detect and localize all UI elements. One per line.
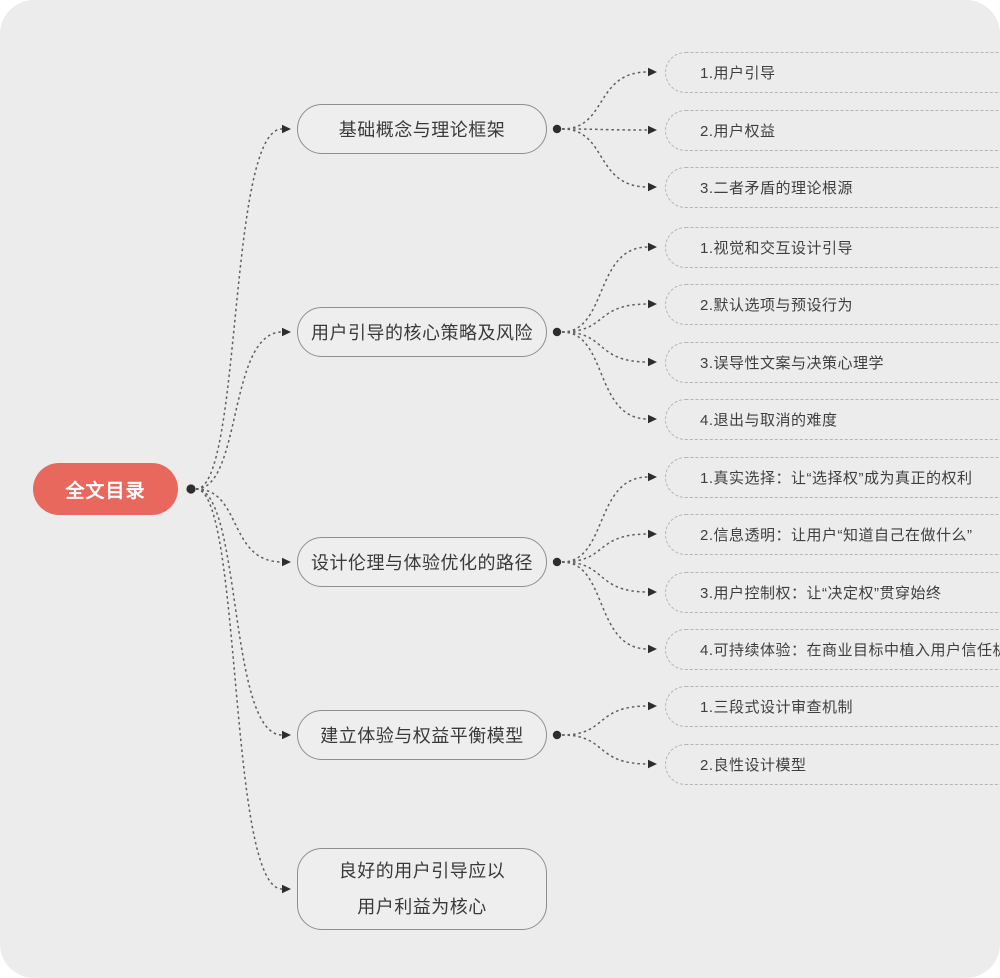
arrowhead-icon	[648, 701, 657, 711]
root-to-branch-4-line	[195, 488, 283, 736]
branch-label: 设计伦理与体验优化的路径	[311, 553, 533, 573]
junction-dot-icon	[552, 327, 562, 337]
child-label: 2.用户权益	[700, 122, 776, 140]
arrowhead-icon	[282, 557, 291, 567]
arrowhead-icon	[282, 124, 291, 134]
child-node-3-4[interactable]: 4.可持续体验：在商业目标中植入用户信任机制	[665, 628, 1000, 670]
branch-label: 良好的用户引导应以	[338, 861, 506, 881]
arrowhead-icon	[648, 242, 657, 252]
child-node-2-1[interactable]: 1.视觉和交互设计引导	[665, 226, 1000, 268]
arrowhead-icon	[282, 884, 291, 894]
child-label: 1.三段式设计审查机制	[700, 698, 854, 716]
child-label: 1.视觉和交互设计引导	[700, 239, 854, 257]
arrowhead-icon	[648, 644, 657, 654]
root-to-branch-1-line	[195, 128, 283, 490]
arrowhead-icon	[282, 730, 291, 740]
branch-node-3[interactable]: 设计伦理与体验优化的路径	[297, 537, 547, 587]
root-to-branch-5-line	[195, 488, 283, 890]
arrowhead-icon	[648, 299, 657, 309]
arrowhead-icon	[648, 529, 657, 539]
branch-2-to-child-1-line	[561, 246, 649, 333]
child-label: 3.误导性文案与决策心理学	[700, 354, 885, 372]
arrowhead-icon	[648, 357, 657, 367]
child-node-3-3[interactable]: 3.用户控制权：让“决定权”贯穿始终	[665, 571, 1000, 613]
arrowhead-icon	[648, 125, 657, 135]
branch-node-1[interactable]: 基础概念与理论框架	[297, 104, 547, 154]
branch-1-to-child-3-line	[561, 128, 649, 188]
branch-node-5[interactable]: 良好的用户引导应以用户利益为核心	[297, 848, 547, 930]
junction-dot-icon	[552, 124, 562, 134]
child-node-2-3[interactable]: 3.误导性文案与决策心理学	[665, 341, 1000, 383]
arrowhead-icon	[282, 327, 291, 337]
arrowhead-icon	[648, 67, 657, 77]
child-node-3-1[interactable]: 1.真实选择：让“选择权”成为真正的权利	[665, 456, 1000, 498]
branch-2-to-child-2-line	[561, 303, 649, 333]
branch-1-to-child-2-line	[561, 128, 649, 131]
child-node-3-2[interactable]: 2.信息透明：让用户“知道自己在做什么”	[665, 513, 1000, 555]
branch-label: 用户引导的核心策略及风险	[311, 323, 533, 343]
branch-2-to-child-3-line	[561, 331, 649, 363]
root-node[interactable]: 全文目录	[33, 463, 178, 515]
junction-dot-icon	[552, 730, 562, 740]
child-label: 4.退出与取消的难度	[700, 411, 838, 429]
root-to-branch-2-line	[195, 331, 283, 490]
branch-3-to-child-3-line	[561, 561, 649, 593]
junction-dot-icon	[552, 557, 562, 567]
arrowhead-icon	[648, 182, 657, 192]
branch-label: 基础概念与理论框架	[338, 120, 506, 140]
branch-node-2[interactable]: 用户引导的核心策略及风险	[297, 307, 547, 357]
child-label: 4.可持续体验：在商业目标中植入用户信任机制	[700, 641, 1000, 659]
branch-2-to-child-4-line	[561, 331, 649, 420]
child-label: 2.信息透明：让用户“知道自己在做什么”	[700, 526, 973, 544]
branch-3-to-child-2-line	[561, 533, 649, 563]
arrowhead-icon	[648, 414, 657, 424]
child-label: 2.默认选项与预设行为	[700, 296, 854, 314]
child-node-1-2[interactable]: 2.用户权益	[665, 109, 1000, 151]
child-node-1-1[interactable]: 1.用户引导	[665, 51, 1000, 93]
child-label: 3.二者矛盾的理论根源	[700, 179, 854, 197]
child-label: 1.真实选择：让“选择权”成为真正的权利	[700, 469, 973, 487]
arrowhead-icon	[648, 759, 657, 769]
branch-label: 用户利益为核心	[357, 897, 487, 917]
junction-dot-icon	[186, 484, 196, 494]
root-to-branch-3-line	[195, 488, 283, 563]
branch-4-to-child-1-line	[561, 705, 649, 736]
child-node-2-4[interactable]: 4.退出与取消的难度	[665, 398, 1000, 440]
branch-label: 建立体验与权益平衡模型	[320, 726, 524, 746]
child-node-4-2[interactable]: 2.良性设计模型	[665, 743, 1000, 785]
child-label: 1.用户引导	[700, 64, 776, 82]
arrowhead-icon	[648, 587, 657, 597]
branch-1-to-child-1-line	[561, 71, 649, 130]
root-label: 全文目录	[65, 480, 146, 502]
child-label: 3.用户控制权：让“决定权”贯穿始终	[700, 584, 942, 602]
child-label: 2.良性设计模型	[700, 756, 807, 774]
child-node-2-2[interactable]: 2.默认选项与预设行为	[665, 283, 1000, 325]
child-node-4-1[interactable]: 1.三段式设计审查机制	[665, 685, 1000, 727]
child-node-1-3[interactable]: 3.二者矛盾的理论根源	[665, 166, 1000, 208]
branch-4-to-child-2-line	[561, 734, 649, 765]
arrowhead-icon	[648, 472, 657, 482]
branch-3-to-child-4-line	[561, 561, 649, 650]
branch-node-4[interactable]: 建立体验与权益平衡模型	[297, 710, 547, 760]
branch-3-to-child-1-line	[561, 476, 649, 563]
